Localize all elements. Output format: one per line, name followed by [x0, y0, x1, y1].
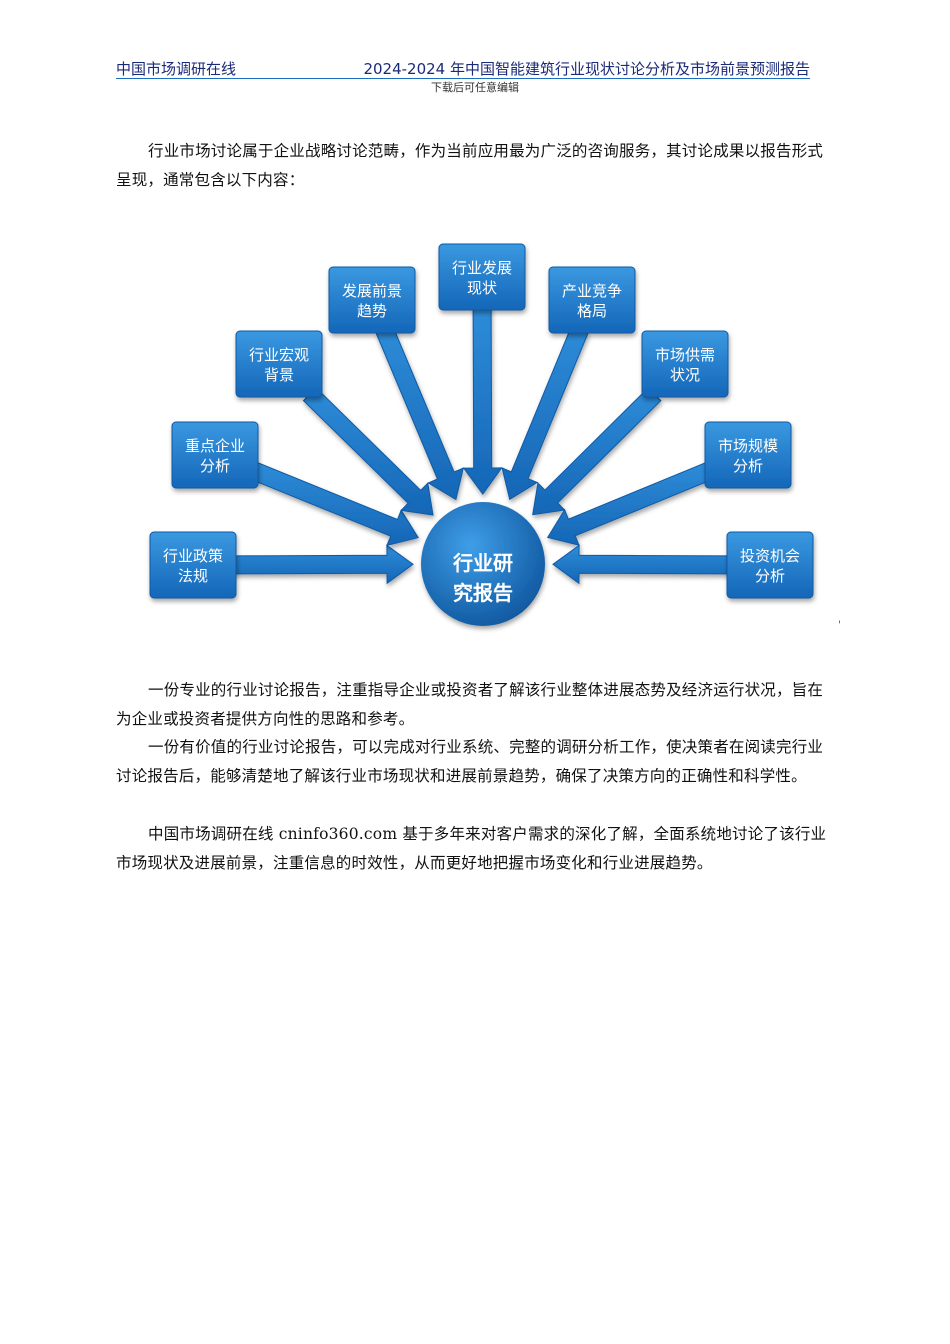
diagram-box-label-line2: 分析	[200, 457, 230, 475]
diagram-box-label-line2: 状况	[670, 366, 700, 384]
stray-mark: '	[838, 620, 841, 631]
intro-paragraph: 行业市场讨论属于企业战略讨论范畴，作为当前应用最为广泛的咨询服务，其讨论成果以报…	[116, 142, 824, 189]
header-subtitle: 下载后可任意编辑	[431, 81, 519, 94]
report-contents-diagram: 行业研 究报告 行业政策法规重点企业分析行业宏观背景发展前景趋势行业发展现状产业…	[149, 243, 814, 626]
diagram-box-label-line2: 趋势	[357, 302, 387, 320]
hub-label-line1: 行业研	[452, 551, 513, 575]
diagram-box-label-line2: 分析	[733, 457, 763, 475]
diagram-arrows	[231, 305, 732, 585]
diagram-arrow	[462, 305, 503, 495]
diagram-arrow	[231, 544, 414, 585]
header-site-name: 中国市场调研在线	[116, 60, 237, 78]
diagram-box-label-line1: 重点企业	[185, 437, 245, 455]
diagram-box-label-line2: 分析	[755, 567, 785, 585]
diagram-hub: 行业研 究报告	[421, 502, 545, 626]
diagram-box-label-line1: 行业政策	[163, 547, 223, 565]
diagram-arrow	[250, 461, 419, 547]
diagram-box-label-line2: 现状	[467, 279, 497, 297]
diagram-box-label-line1: 市场规模	[718, 437, 778, 455]
diagram-box-label-line1: 行业发展	[452, 259, 512, 277]
body-paragraph-1: 一份专业的行业讨论报告，注重指导企业或投资者了解该行业整体进展态势及经济运行状况…	[116, 681, 824, 728]
diagram-arrow	[501, 325, 589, 501]
diagram-box-label-line1: 行业宏观	[249, 346, 309, 364]
diagram-arrow	[302, 387, 434, 516]
diagram-arrow	[546, 462, 713, 546]
diagram-arrow	[532, 387, 662, 516]
diagram-box-label-line1: 市场供需	[655, 346, 715, 364]
diagram-arrow	[375, 325, 465, 501]
diagram-box-label-line1: 投资机会	[740, 547, 800, 565]
header-report-title: 2024-2024 年中国智能建筑行业现状讨论分析及市场前景预测报告	[363, 60, 810, 78]
diagram-box-label-line2: 法规	[178, 567, 208, 585]
diagram-box-label-line2: 背景	[264, 366, 294, 384]
body-paragraph-2: 一份有价值的行业讨论报告，可以完成对行业系统、完整的调研分析工作，使决策者在阅读…	[116, 738, 824, 785]
diagram-box-label-line1: 产业竞争	[562, 282, 622, 300]
diagram-boxes: 行业政策法规重点企业分析行业宏观背景发展前景趋势行业发展现状产业竞争格局市场供需…	[149, 243, 814, 599]
body-paragraph-3: 中国市场调研在线 cninfo360.com 基于多年来对客户需求的深化了解，全…	[116, 825, 827, 872]
diagram-arrow	[552, 544, 732, 585]
hub-label-line2: 究报告	[453, 581, 513, 605]
diagram-box-label-line2: 格局	[577, 302, 607, 320]
header-divider	[116, 78, 810, 79]
diagram-box-label-line1: 发展前景	[342, 282, 402, 300]
